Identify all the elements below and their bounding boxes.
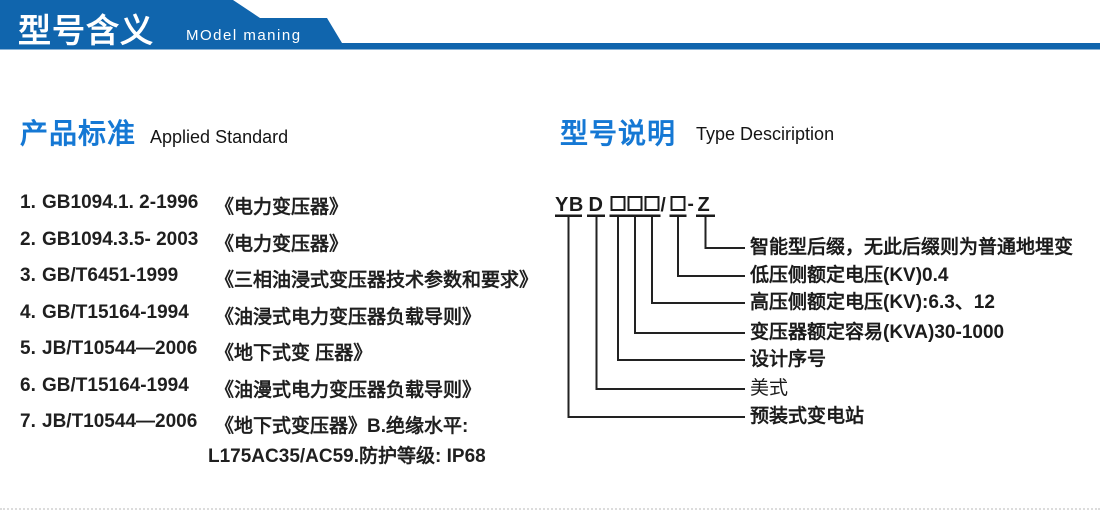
model-code-slash: / xyxy=(661,195,667,216)
model-code-underlines xyxy=(555,214,715,217)
page-title: 型号含义 xyxy=(18,12,154,49)
model-code-suffix: Z xyxy=(698,194,710,216)
standard-code: GB1094.3.5- 2003 xyxy=(42,228,199,250)
model-code-box-4 xyxy=(670,196,686,211)
standard-continuation: L175AC35/AC59.防护等级: IP68 xyxy=(208,446,486,467)
standards-row: 6. GB/T15164-1994 《油漫式电力变压器负载导则》 xyxy=(20,375,560,412)
model-heading-zh: 型号说明 xyxy=(560,118,677,149)
bottom-divider xyxy=(0,508,1100,510)
standard-title: 《地下式变压器》B.绝缘水平: xyxy=(215,416,469,437)
standards-row: 5. JB/T10544—2006 《地下式变 压器》 xyxy=(20,338,560,375)
model-heading: 型号说明 Type Desciription xyxy=(560,110,834,148)
standard-code: JB/T10544—2006 xyxy=(42,338,198,359)
standards-heading-zh: 产品标准 xyxy=(20,118,137,149)
model-code-diagram: YB D / - Z xyxy=(555,194,745,418)
standards-row: 3. GB/T6451-1999 《三相油浸式变压器技术参数和要求》 xyxy=(20,265,560,302)
model-label-lv-voltage: 低压侧额定电压(KV)0.4 xyxy=(750,265,949,286)
standards-row: 7. JB/T10544—2006 《地下式变压器》B.绝缘水平: xyxy=(20,411,560,448)
page-subtitle: MOdel maning xyxy=(186,27,302,44)
model-code-box-3 xyxy=(644,196,660,211)
model-label-smart-suffix: 智能型后缀，无此后缀则为普通地埋变 xyxy=(750,237,1074,258)
standard-title: 《油漫式电力变压器负载导则》 xyxy=(215,379,482,401)
standard-title: 《电力变压器》 xyxy=(215,233,349,255)
standard-number: 6. xyxy=(20,374,36,396)
model-label-rated-capacity: 变压器额定容易(KVA)30-1000 xyxy=(750,322,1005,343)
model-code-box-2 xyxy=(627,196,643,211)
model-label-design-serial: 设计序号 xyxy=(750,349,827,370)
standards-heading: 产品标准 Applied Standard xyxy=(20,110,288,148)
standard-code: GB1094.1. 2-1996 xyxy=(42,192,199,213)
standard-code: GB/T6451-1999 xyxy=(42,265,179,286)
model-code-box-1 xyxy=(610,196,626,211)
standards-row: 4. GB/T15164-1994 《油浸式电力变压器负载导则》 xyxy=(20,302,560,339)
standards-list: 1. GB1094.1. 2-1996 《电力变压器》 2. GB1094.3.… xyxy=(20,192,560,448)
standards-row: 2. GB1094.3.5- 2003 《电力变压器》 xyxy=(20,229,560,266)
standards-heading-en: Applied Standard xyxy=(150,127,289,148)
connector-lines xyxy=(567,217,745,418)
standard-title: 《电力变压器》 xyxy=(215,197,349,218)
model-label-hv-voltage: 高压侧额定电压(KV):6.3、12 xyxy=(750,292,995,313)
standard-number: 5. xyxy=(20,338,36,359)
standard-title: 《油浸式电力变压器负载导则》 xyxy=(215,306,482,328)
standard-number: 2. xyxy=(20,228,36,250)
standards-row: 1. GB1094.1. 2-1996 《电力变压器》 xyxy=(20,192,560,229)
standard-title: 《地下式变 压器》 xyxy=(215,343,373,364)
standard-title: 《三相油浸式变压器技术参数和要求》 xyxy=(215,270,539,291)
model-code-second: D xyxy=(589,194,603,216)
standard-number: 3. xyxy=(20,265,36,286)
standard-number: 7. xyxy=(20,411,36,432)
standard-number: 4. xyxy=(20,301,36,323)
model-label-american-style: 美式 xyxy=(750,378,789,399)
standard-code: JB/T10544—2006 xyxy=(42,411,198,432)
header-banner: 型号含义 MOdel maning xyxy=(0,0,1100,50)
header-banner-shape xyxy=(0,0,1100,50)
model-heading-en: Type Desciription xyxy=(696,124,835,145)
model-code-prefix: YB xyxy=(555,194,584,216)
standard-code: GB/T15164-1994 xyxy=(42,374,189,396)
standard-number: 1. xyxy=(20,192,36,213)
model-label-prefab-substation: 预装式变电站 xyxy=(750,406,865,427)
model-code-dash: - xyxy=(688,194,694,215)
standard-code: GB/T15164-1994 xyxy=(42,301,189,323)
